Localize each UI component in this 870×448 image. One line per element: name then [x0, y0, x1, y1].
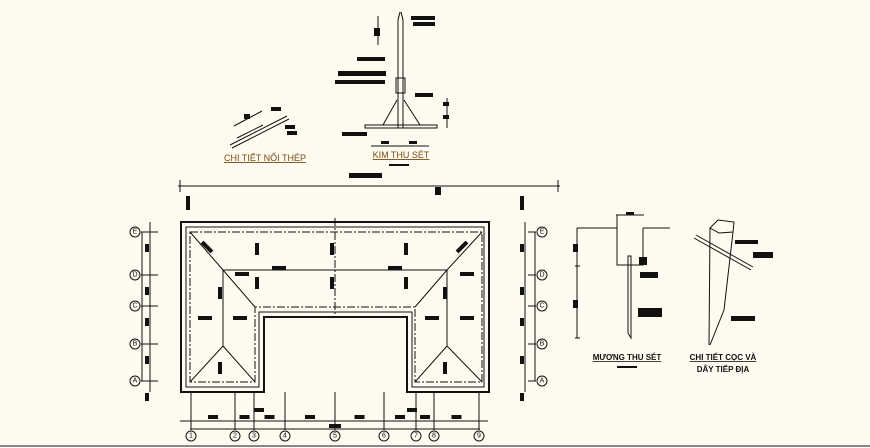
dimension-text: [354, 415, 365, 419]
grid-label-col: 7: [414, 433, 418, 440]
top-dimension: [178, 173, 560, 210]
grid-label-row: E: [133, 229, 138, 236]
dimension-text: [239, 415, 250, 419]
grid-label-row: D: [539, 272, 544, 279]
plan-annotation: [255, 277, 259, 289]
dimension-text: [395, 415, 405, 419]
lightning-rod-detail: KIM THU SÉT: [335, 11, 449, 166]
grid-label-row: C: [132, 303, 137, 310]
grid-label-row: B: [133, 341, 138, 348]
ground-rod-detail: CHI TIẾT CỌC VÀ DÂY TIẾP ĐỊA: [690, 219, 773, 374]
plan-annotation: [198, 316, 212, 320]
grid-label-row: A: [540, 378, 545, 385]
dimension-text: [520, 318, 524, 326]
trench-title: MƯƠNG THU SÉT: [593, 353, 662, 362]
plan-annotation: [443, 287, 447, 299]
grid-bubble-col: [229, 430, 241, 442]
dimension-text: [520, 244, 524, 252]
grid-bubble-row: [536, 338, 548, 350]
plan-annotation: [460, 272, 474, 276]
grid-bubble-row: [129, 338, 141, 350]
dimension-text: [145, 356, 149, 364]
dimension-text: [451, 415, 462, 419]
grid-label-col: 3: [252, 433, 256, 440]
plan-annotation: [330, 243, 334, 255]
grid-bubble-row: [129, 375, 141, 387]
grid-bubble-row: [536, 269, 548, 281]
ground-rod-title-line1: CHI TIẾT CỌC VÀ: [690, 352, 757, 362]
grid-bubble-row: [536, 226, 548, 238]
plan-annotation: [425, 316, 439, 320]
grid-bubble-col: [279, 430, 291, 442]
grid-bubble-row: [129, 226, 141, 238]
grid-bubble-row: [129, 300, 141, 312]
plan-annotation: [443, 362, 447, 374]
plan-annotation: [255, 243, 259, 255]
steel-joint-detail: CHI TIẾT NỐI THÉP: [224, 107, 306, 163]
plan-annotation: [404, 277, 408, 289]
grid-bubble-col: [329, 430, 341, 442]
plan-annotation: [404, 243, 408, 255]
dimension-text: [145, 318, 149, 326]
dimension-text: [208, 415, 218, 419]
grid-label-col: 2: [233, 433, 237, 440]
grid-bubble-col: [428, 430, 440, 442]
dimension-text: [305, 415, 315, 419]
grid-bubble-col: [248, 430, 260, 442]
grid-label-col: 9: [477, 433, 481, 440]
dimension-text: [145, 244, 149, 252]
grid-label-col: 6: [382, 433, 386, 440]
grid-label-row: D: [132, 272, 137, 279]
grid-bubble-col: [410, 430, 422, 442]
grid-bubble-col: [378, 430, 390, 442]
dimension-text: [520, 287, 524, 295]
plan-annotation: [460, 316, 474, 320]
plan-annotation: [218, 362, 222, 374]
plan-annotation: [388, 266, 402, 270]
grid-label-col: 5: [333, 433, 337, 440]
plan-annotation: [272, 266, 286, 270]
plan-annotation: [233, 316, 247, 320]
dimension-text: [420, 415, 430, 419]
grid-label-col: 8: [432, 433, 436, 440]
grid-label-row: A: [133, 378, 138, 385]
steel-joint-title: CHI TIẾT NỐI THÉP: [224, 152, 306, 163]
grid-bubble-row: [129, 269, 141, 281]
grid-bubble-col: [473, 430, 485, 442]
roof-plan: [180, 218, 490, 393]
grid-axes: E E D D C C B B A A 1 2 3 4 5 6 7 8 9: [129, 222, 548, 442]
dimension-text: [145, 287, 149, 295]
grid-label-row: B: [540, 341, 545, 348]
dimension-text: [520, 356, 524, 364]
dimension-text: [264, 415, 275, 419]
dimension-text: [145, 393, 149, 401]
grid-label-col: 1: [189, 433, 193, 440]
grid-bubble-row: [536, 300, 548, 312]
grid-label-col: 4: [283, 433, 287, 440]
grid-label-row: E: [540, 229, 545, 236]
dimension-text: [520, 393, 524, 401]
plan-annotation: [330, 277, 334, 289]
plan-annotation: [235, 272, 249, 276]
lightning-rod-title: KIM THU SÉT: [373, 150, 430, 160]
plan-annotation: [218, 287, 222, 299]
grid-bubble-row: [536, 375, 548, 387]
grid-bubble-col: [185, 430, 197, 442]
lightning-trench-detail: MƯƠNG THU SÉT: [573, 212, 670, 368]
ground-rod-title-line2: DÂY TIẾP ĐỊA: [697, 364, 750, 374]
grid-label-row: C: [539, 303, 544, 310]
